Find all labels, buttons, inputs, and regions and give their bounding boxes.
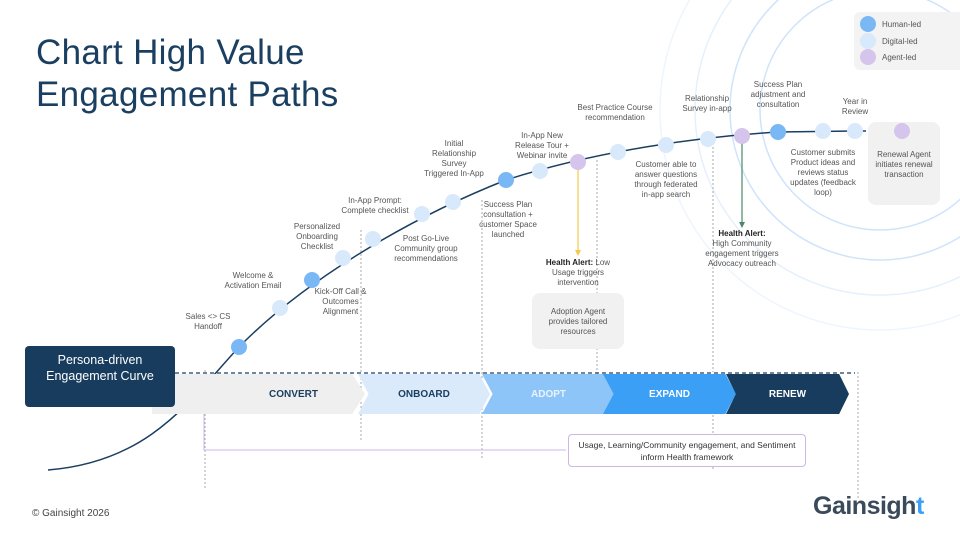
label-adjust: Success Plan adjustment and consultation bbox=[750, 80, 806, 109]
gainsight-logo: Gainsight bbox=[813, 492, 924, 521]
logo-main: Gainsigh bbox=[813, 492, 916, 520]
agent-dot-icon bbox=[860, 49, 876, 65]
label-welcome: Welcome & Activation Email bbox=[224, 271, 282, 290]
page-title: Chart High Value Engagement Paths bbox=[36, 33, 339, 114]
label-release: In-App New Release Tour + Webinar invite bbox=[515, 131, 569, 160]
label-prompt: In-App Prompt: Complete checklist bbox=[341, 196, 409, 215]
alert-text: Low Usage triggers intervention bbox=[551, 258, 611, 287]
phase-renew: RENEW bbox=[726, 374, 849, 414]
legend: Human-led Digital-led Agent-led bbox=[854, 12, 960, 70]
legend-digital: Digital-led bbox=[860, 33, 918, 49]
high-alert-arrow bbox=[739, 222, 745, 228]
label-checklist: Personalized Onboarding Checklist bbox=[293, 222, 341, 251]
low-alert-arrow bbox=[575, 250, 581, 256]
legend-label: Digital-led bbox=[882, 36, 918, 46]
legend-agent: Agent-led bbox=[860, 49, 916, 65]
touchpoint-dots bbox=[231, 123, 863, 355]
health-framework-note: Usage, Learning/Community engagement, an… bbox=[568, 434, 806, 467]
label-successplan: Success Plan consultation + customer Spa… bbox=[479, 200, 537, 239]
phase-expand: EXPAND bbox=[603, 374, 736, 414]
label-golive: Post Go-Live Community group recommendat… bbox=[394, 234, 458, 263]
label-renewal: Renewal Agent initiates renewal transact… bbox=[875, 150, 933, 179]
low-usage-alert: Health Alert: Low Usage triggers interve… bbox=[536, 258, 620, 288]
copyright: © Gainsight 2026 bbox=[32, 508, 110, 519]
persona-curve-label: Persona-driven Engagement Curve bbox=[25, 346, 175, 407]
legend-label: Human-led bbox=[882, 19, 922, 29]
alert-text: High Community engagement triggers Advoc… bbox=[705, 239, 779, 268]
label-survey2: Relationship Survey in-app bbox=[682, 94, 732, 113]
label-yir: Year in Review bbox=[841, 97, 869, 116]
alert-heading: Health Alert: bbox=[718, 229, 766, 238]
digital-dot-icon bbox=[860, 33, 876, 49]
legend-label: Agent-led bbox=[882, 52, 917, 62]
human-dot-icon bbox=[860, 16, 876, 32]
label-ideas: Customer submits Product ideas and revie… bbox=[790, 148, 856, 197]
adoption-agent-box: Adoption Agent provides tailored resourc… bbox=[532, 293, 624, 349]
alert-heading: Health Alert: bbox=[545, 258, 594, 267]
logo-accent: t bbox=[915, 492, 924, 520]
label-kickoff: Kick-Off Call & Outcomes Alignment bbox=[314, 287, 367, 316]
high-engagement-alert: Health Alert:High Community engagement t… bbox=[702, 229, 782, 269]
phase-dividers bbox=[204, 147, 859, 500]
decorative-arcs bbox=[659, 0, 960, 331]
label-survey1: Initial Relationship Survey Triggered In… bbox=[424, 139, 484, 178]
engagement-curve bbox=[47, 130, 856, 471]
phase-onboard: ONBOARD bbox=[358, 374, 490, 414]
label-bestpractice: Best Practice Course recommendation bbox=[577, 103, 653, 122]
phase-convert: CONVERT bbox=[152, 374, 365, 414]
label-sales-handoff: Sales <> CS Handoff bbox=[185, 312, 231, 331]
renewal-agent-dot bbox=[894, 123, 910, 139]
phase-adopt: ADOPT bbox=[482, 374, 615, 414]
label-search: Customer able to answer questions throug… bbox=[634, 160, 698, 199]
renewal-box: Renewal Agent initiates renewal transact… bbox=[868, 122, 940, 205]
legend-human: Human-led bbox=[860, 16, 921, 32]
